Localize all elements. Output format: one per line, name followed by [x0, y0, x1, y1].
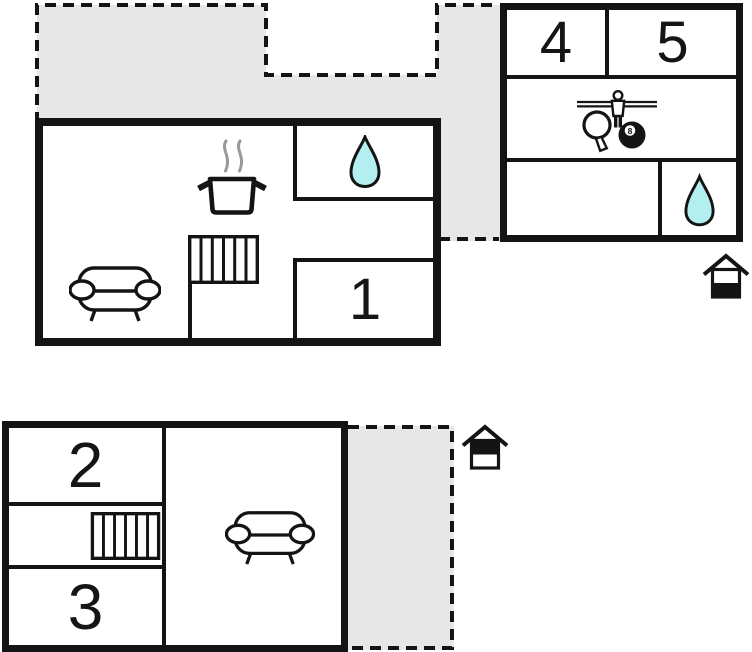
room-1: 1 — [297, 262, 433, 338]
room-5-label: 5 — [656, 9, 689, 75]
foosball-player-icon — [610, 99, 626, 118]
sofa-icon — [69, 266, 161, 322]
eight-ball-icon — [624, 125, 636, 136]
terrace-area-upper-left — [37, 5, 266, 123]
terrace-area-lower — [346, 426, 454, 650]
house-marker-lower-half-filled-icon — [702, 253, 750, 299]
wall-room1-left — [293, 258, 297, 338]
cooking-pot-icon — [197, 139, 267, 215]
water-drop-icon — [683, 172, 715, 226]
stairs-icon — [90, 512, 161, 560]
room-1-label: 1 — [348, 267, 382, 332]
house-marker-upper-half-filled-icon — [461, 424, 509, 470]
wall-annex-upper — [507, 75, 736, 79]
wall-lower-vertical-divider — [162, 428, 166, 645]
room-3-label: 3 — [67, 571, 104, 643]
wall-room3-top — [9, 565, 162, 569]
table-tennis-paddle-icon — [582, 110, 612, 140]
wall-annex-lower — [507, 158, 736, 162]
wall-room1-top — [293, 258, 433, 262]
room-2: 2 — [9, 428, 162, 502]
room-3: 3 — [9, 569, 162, 645]
wall-room4-room5-divider — [605, 10, 609, 75]
terrace-corridor — [437, 5, 503, 241]
room-2-label: 2 — [67, 429, 104, 501]
foosball-player-icon — [612, 89, 624, 102]
wall-stairs-left — [188, 235, 192, 338]
building-lower: 2 3 — [2, 421, 348, 652]
room-5: 5 — [609, 10, 736, 75]
stairs-icon — [188, 235, 259, 284]
wall-room2-bottom — [9, 502, 162, 506]
building-upper-main: 1 — [35, 118, 441, 346]
room-4: 4 — [507, 10, 605, 75]
wall-bathroom-bottom — [293, 197, 433, 201]
steam-line — [237, 139, 244, 173]
game-room-icons: 8 — [577, 89, 657, 153]
water-drop-icon — [349, 134, 381, 188]
eight-ball-number: 8 — [628, 126, 633, 136]
building-annex: 4 5 8 — [500, 3, 743, 242]
steam-line — [223, 139, 230, 173]
room-4-label: 4 — [539, 9, 573, 75]
wall-annex-bathroom-left — [658, 162, 662, 235]
table-tennis-paddle-icon — [594, 135, 609, 153]
wall-bathroom-left — [293, 126, 297, 197]
bathroom-annex — [662, 166, 736, 235]
sofa-icon — [225, 511, 315, 565]
bathroom-upper — [297, 126, 433, 197]
terrace-strip-below-notch — [266, 75, 443, 123]
